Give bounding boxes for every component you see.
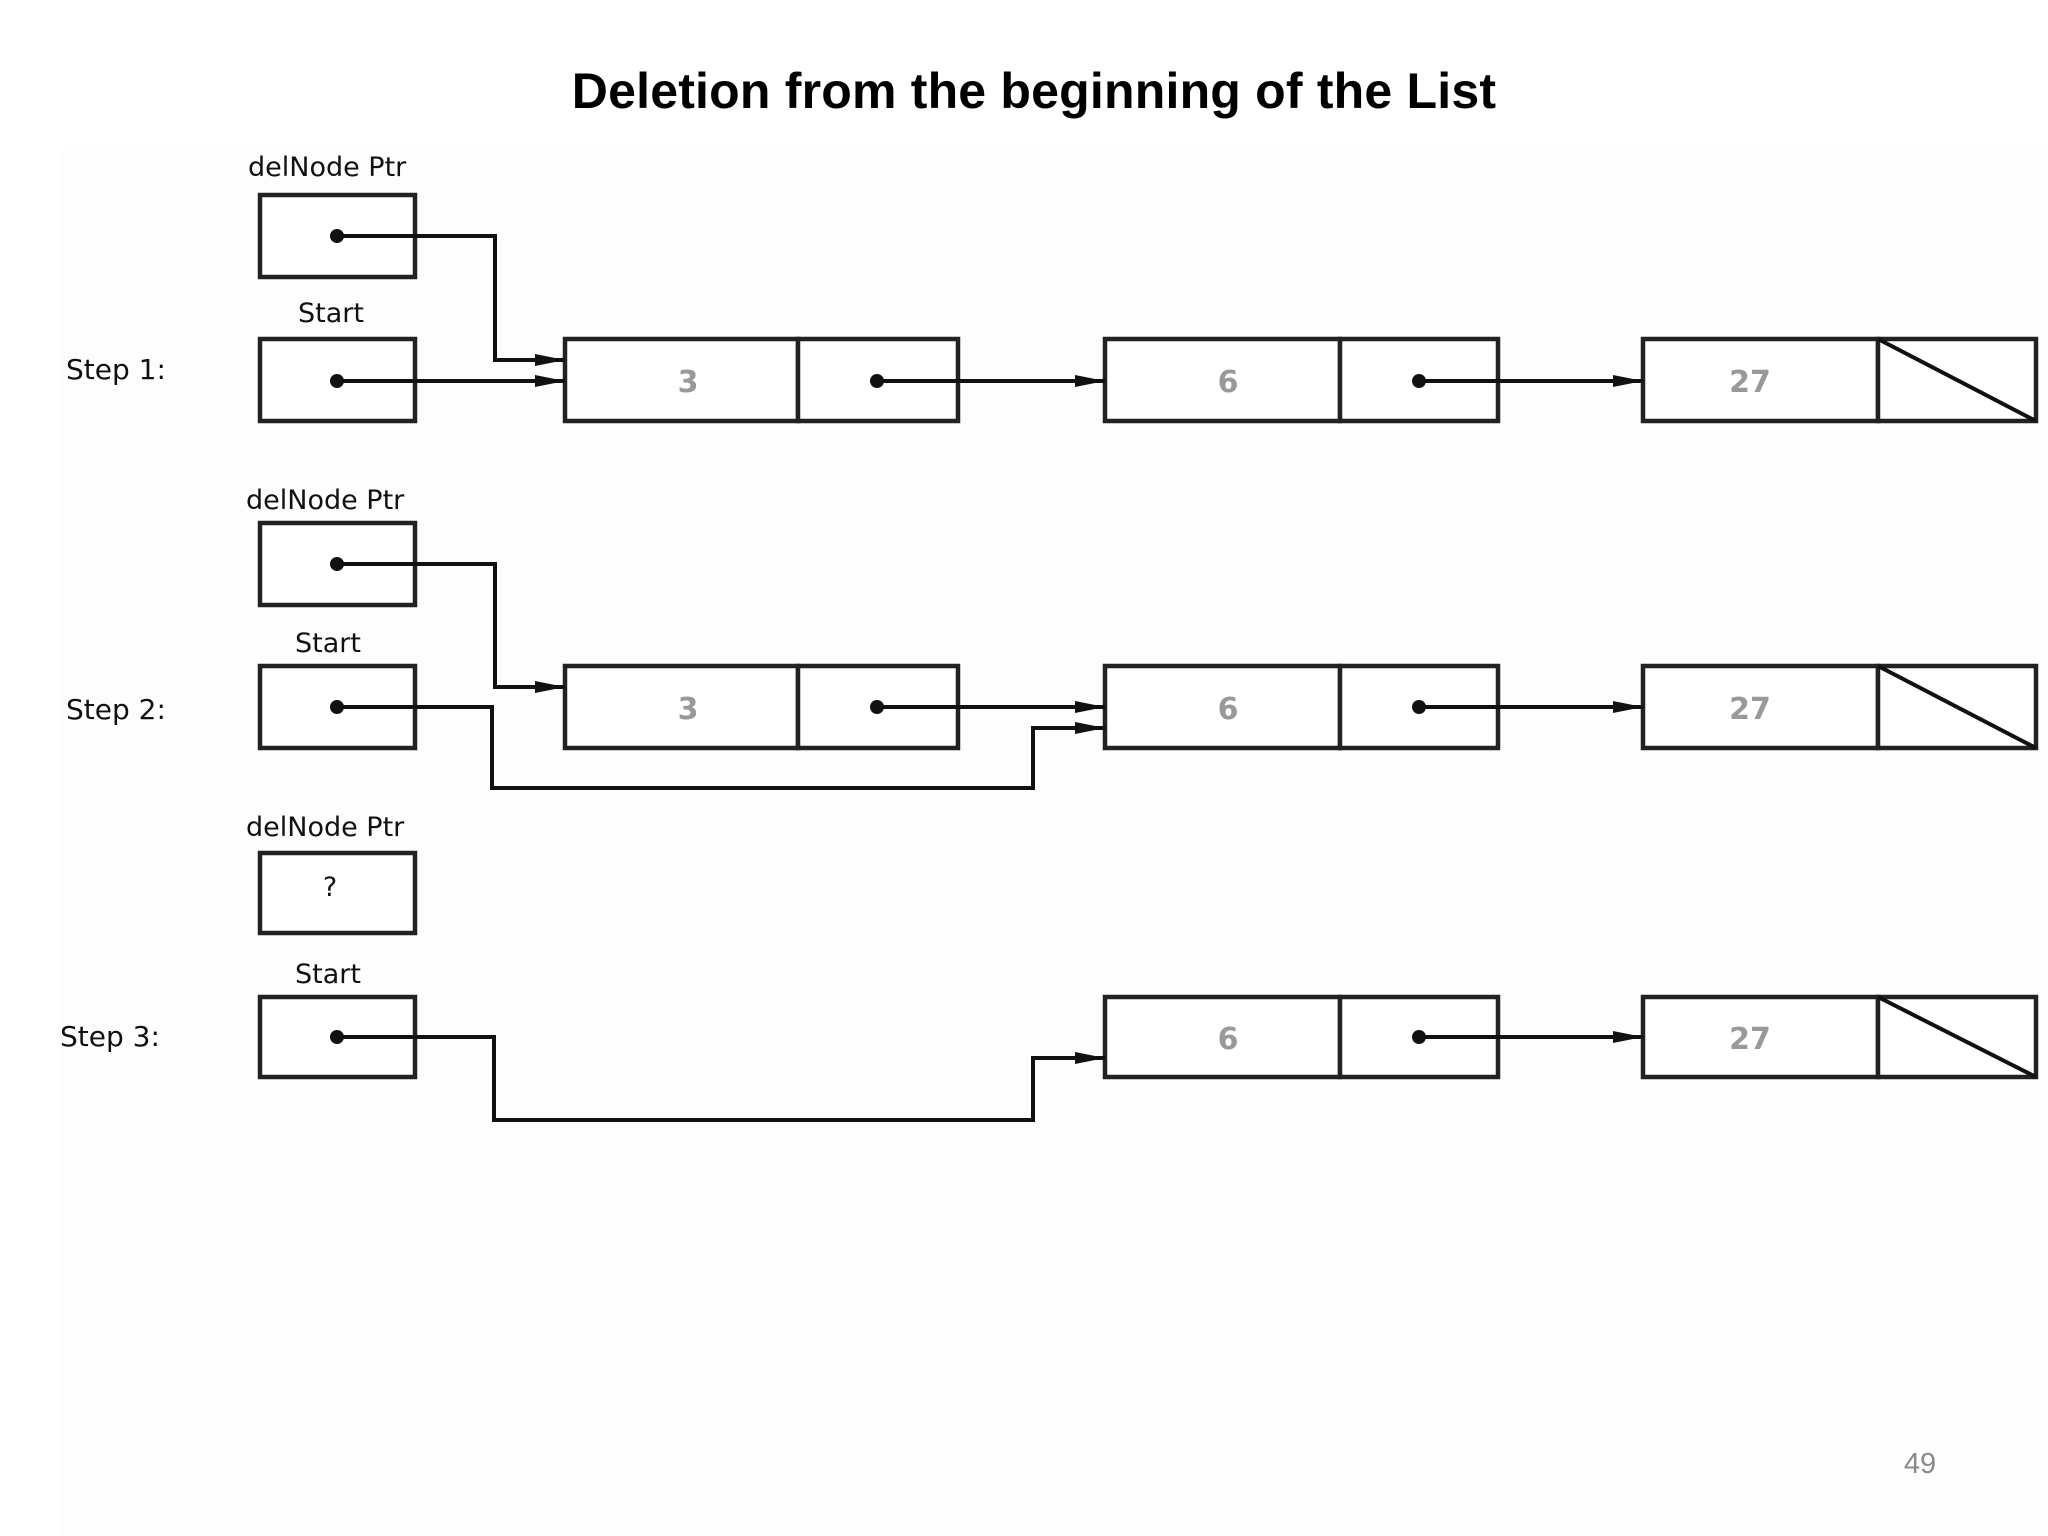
pointer-dot — [330, 557, 344, 571]
step-1-delnode-ptr-label: delNode Ptr — [248, 152, 407, 183]
step-2-delnode-ptr-arrow — [337, 562, 565, 689]
step-2-label: Step 2: — [66, 693, 166, 726]
node-value: 6 — [1218, 1022, 1239, 1057]
step-1-delnode-ptr-arrow — [337, 234, 565, 362]
arrowhead — [1075, 375, 1105, 387]
pointer-dot — [330, 374, 344, 388]
null-pointer-slash — [1877, 337, 2037, 423]
pointer-dot — [330, 700, 344, 714]
step-3-node-27: 27 — [1640, 994, 2039, 1080]
step-3-delnode-unknown: ? — [323, 872, 337, 903]
step-1: Step 1: delNode Ptr Start 3 6 — [66, 152, 2039, 424]
pointer-dot — [1412, 374, 1426, 388]
pointer-dot — [870, 700, 884, 714]
step-3-start-arrow — [337, 1035, 1105, 1122]
arrowhead — [535, 354, 565, 366]
node-data-cell — [1640, 663, 1881, 751]
node-data-cell — [1102, 994, 1343, 1080]
node-value: 27 — [1729, 365, 1771, 400]
step-1-start-label: Start — [298, 298, 364, 329]
slide-title: Deletion from the beginning of the List — [571, 63, 1497, 119]
page-number: 49 — [1903, 1448, 1937, 1480]
arrowhead — [535, 375, 565, 387]
arrowhead — [1613, 701, 1643, 713]
arrowhead — [535, 681, 565, 693]
pointer-dot — [1412, 700, 1426, 714]
node-data-cell — [1640, 994, 1881, 1080]
step-2-node-27: 27 — [1640, 663, 2039, 751]
arrowhead — [1613, 375, 1643, 387]
step-3-delnode-ptr-label: delNode Ptr — [246, 812, 405, 843]
null-pointer-slash — [1877, 664, 2037, 750]
step-3-delnode-ptr-box — [257, 850, 418, 936]
pointer-dot — [1412, 1030, 1426, 1044]
node-value: 27 — [1729, 692, 1771, 727]
arrowhead — [1075, 722, 1105, 734]
null-pointer-slash — [1877, 995, 2037, 1079]
step-2-start-arrow — [337, 705, 1105, 790]
pointer-dot — [330, 229, 344, 243]
node-value: 27 — [1729, 1022, 1771, 1057]
node-data-cell — [1102, 336, 1343, 424]
step-3: Step 3: delNode Ptr ? Start 6 27 — [60, 812, 2039, 1122]
node-value: 3 — [678, 365, 699, 400]
arrowhead — [1075, 701, 1105, 713]
step-1-node-6: 6 — [1102, 336, 1501, 424]
step-3-start-label: Start — [295, 959, 361, 990]
step-3-label: Step 3: — [60, 1020, 160, 1053]
step-1-node-27: 27 — [1640, 336, 2039, 424]
step-2: Step 2: delNode Ptr Start 3 6 27 — [66, 485, 2039, 790]
node-value: 3 — [678, 692, 699, 727]
step-2-start-label: Start — [295, 628, 361, 659]
step-2-node-3: 3 — [562, 663, 961, 751]
arrowhead — [1075, 1052, 1105, 1064]
step-2-delnode-ptr-label: delNode Ptr — [246, 485, 405, 516]
step-1-label: Step 1: — [66, 353, 166, 386]
pointer-dot — [330, 1030, 344, 1044]
node-value: 6 — [1218, 692, 1239, 727]
pointer-dot — [870, 374, 884, 388]
arrowhead — [1613, 1031, 1643, 1043]
node-value: 6 — [1218, 365, 1239, 400]
